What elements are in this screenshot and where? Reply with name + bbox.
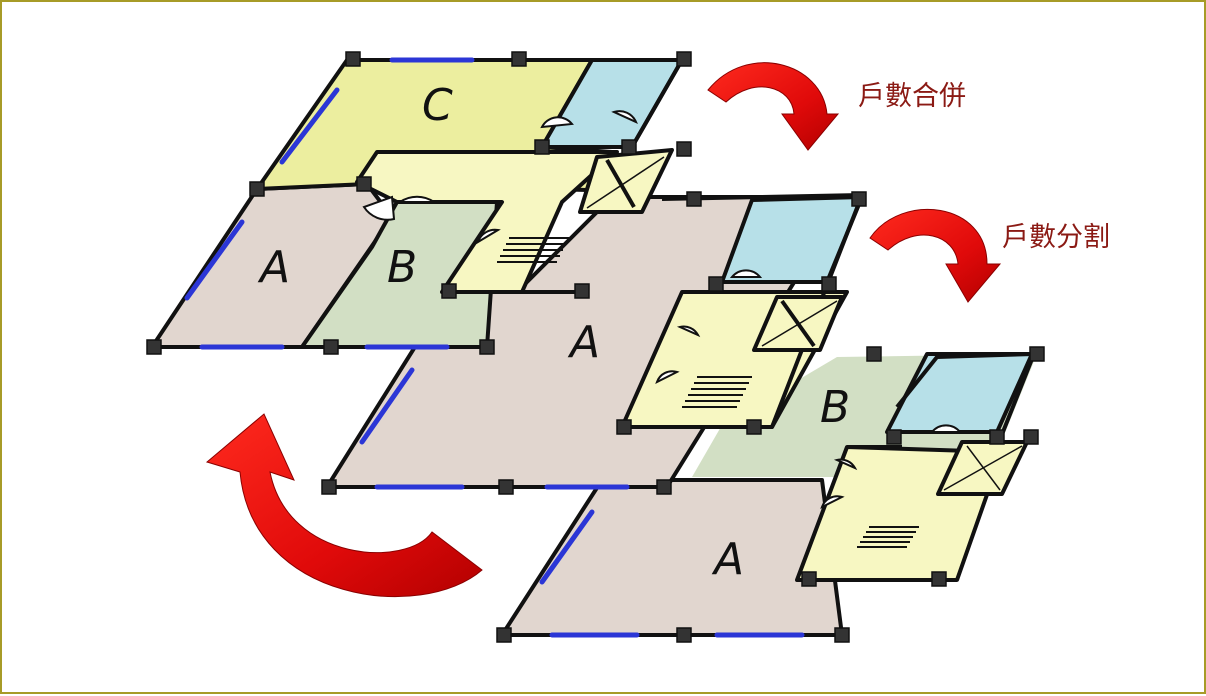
bottom-floor-plan (500, 352, 1037, 637)
arrows (205, 62, 1002, 598)
top-unit-a-letter: A (257, 242, 290, 293)
merge-arrow (707, 62, 840, 151)
window-marks (184, 57, 805, 638)
return-arrow (205, 413, 483, 598)
bottom-unit-a-letter: A (711, 534, 744, 585)
bottom-unit-a-area (500, 478, 844, 637)
middle-stair (682, 376, 752, 408)
top-stair (497, 237, 569, 263)
door-swings (362, 110, 963, 509)
top-unit-b-letter: B (387, 242, 417, 293)
middle-unit-a-letter: A (567, 317, 600, 368)
merge-label: 戶數合併 (858, 81, 966, 112)
bottom-stair (857, 526, 919, 548)
column-marks (146, 51, 1045, 643)
middle-floor-plan (325, 193, 864, 489)
top-elevator (578, 148, 674, 214)
bottom-unit-b-letter: B (820, 382, 850, 433)
unit-letters: C A B A B A (257, 80, 850, 585)
top-floor-plan (150, 58, 684, 349)
top-unit-c-letter: C (422, 80, 453, 131)
split-label: 戶數分割 (1002, 222, 1110, 253)
split-arrow (869, 208, 1002, 303)
